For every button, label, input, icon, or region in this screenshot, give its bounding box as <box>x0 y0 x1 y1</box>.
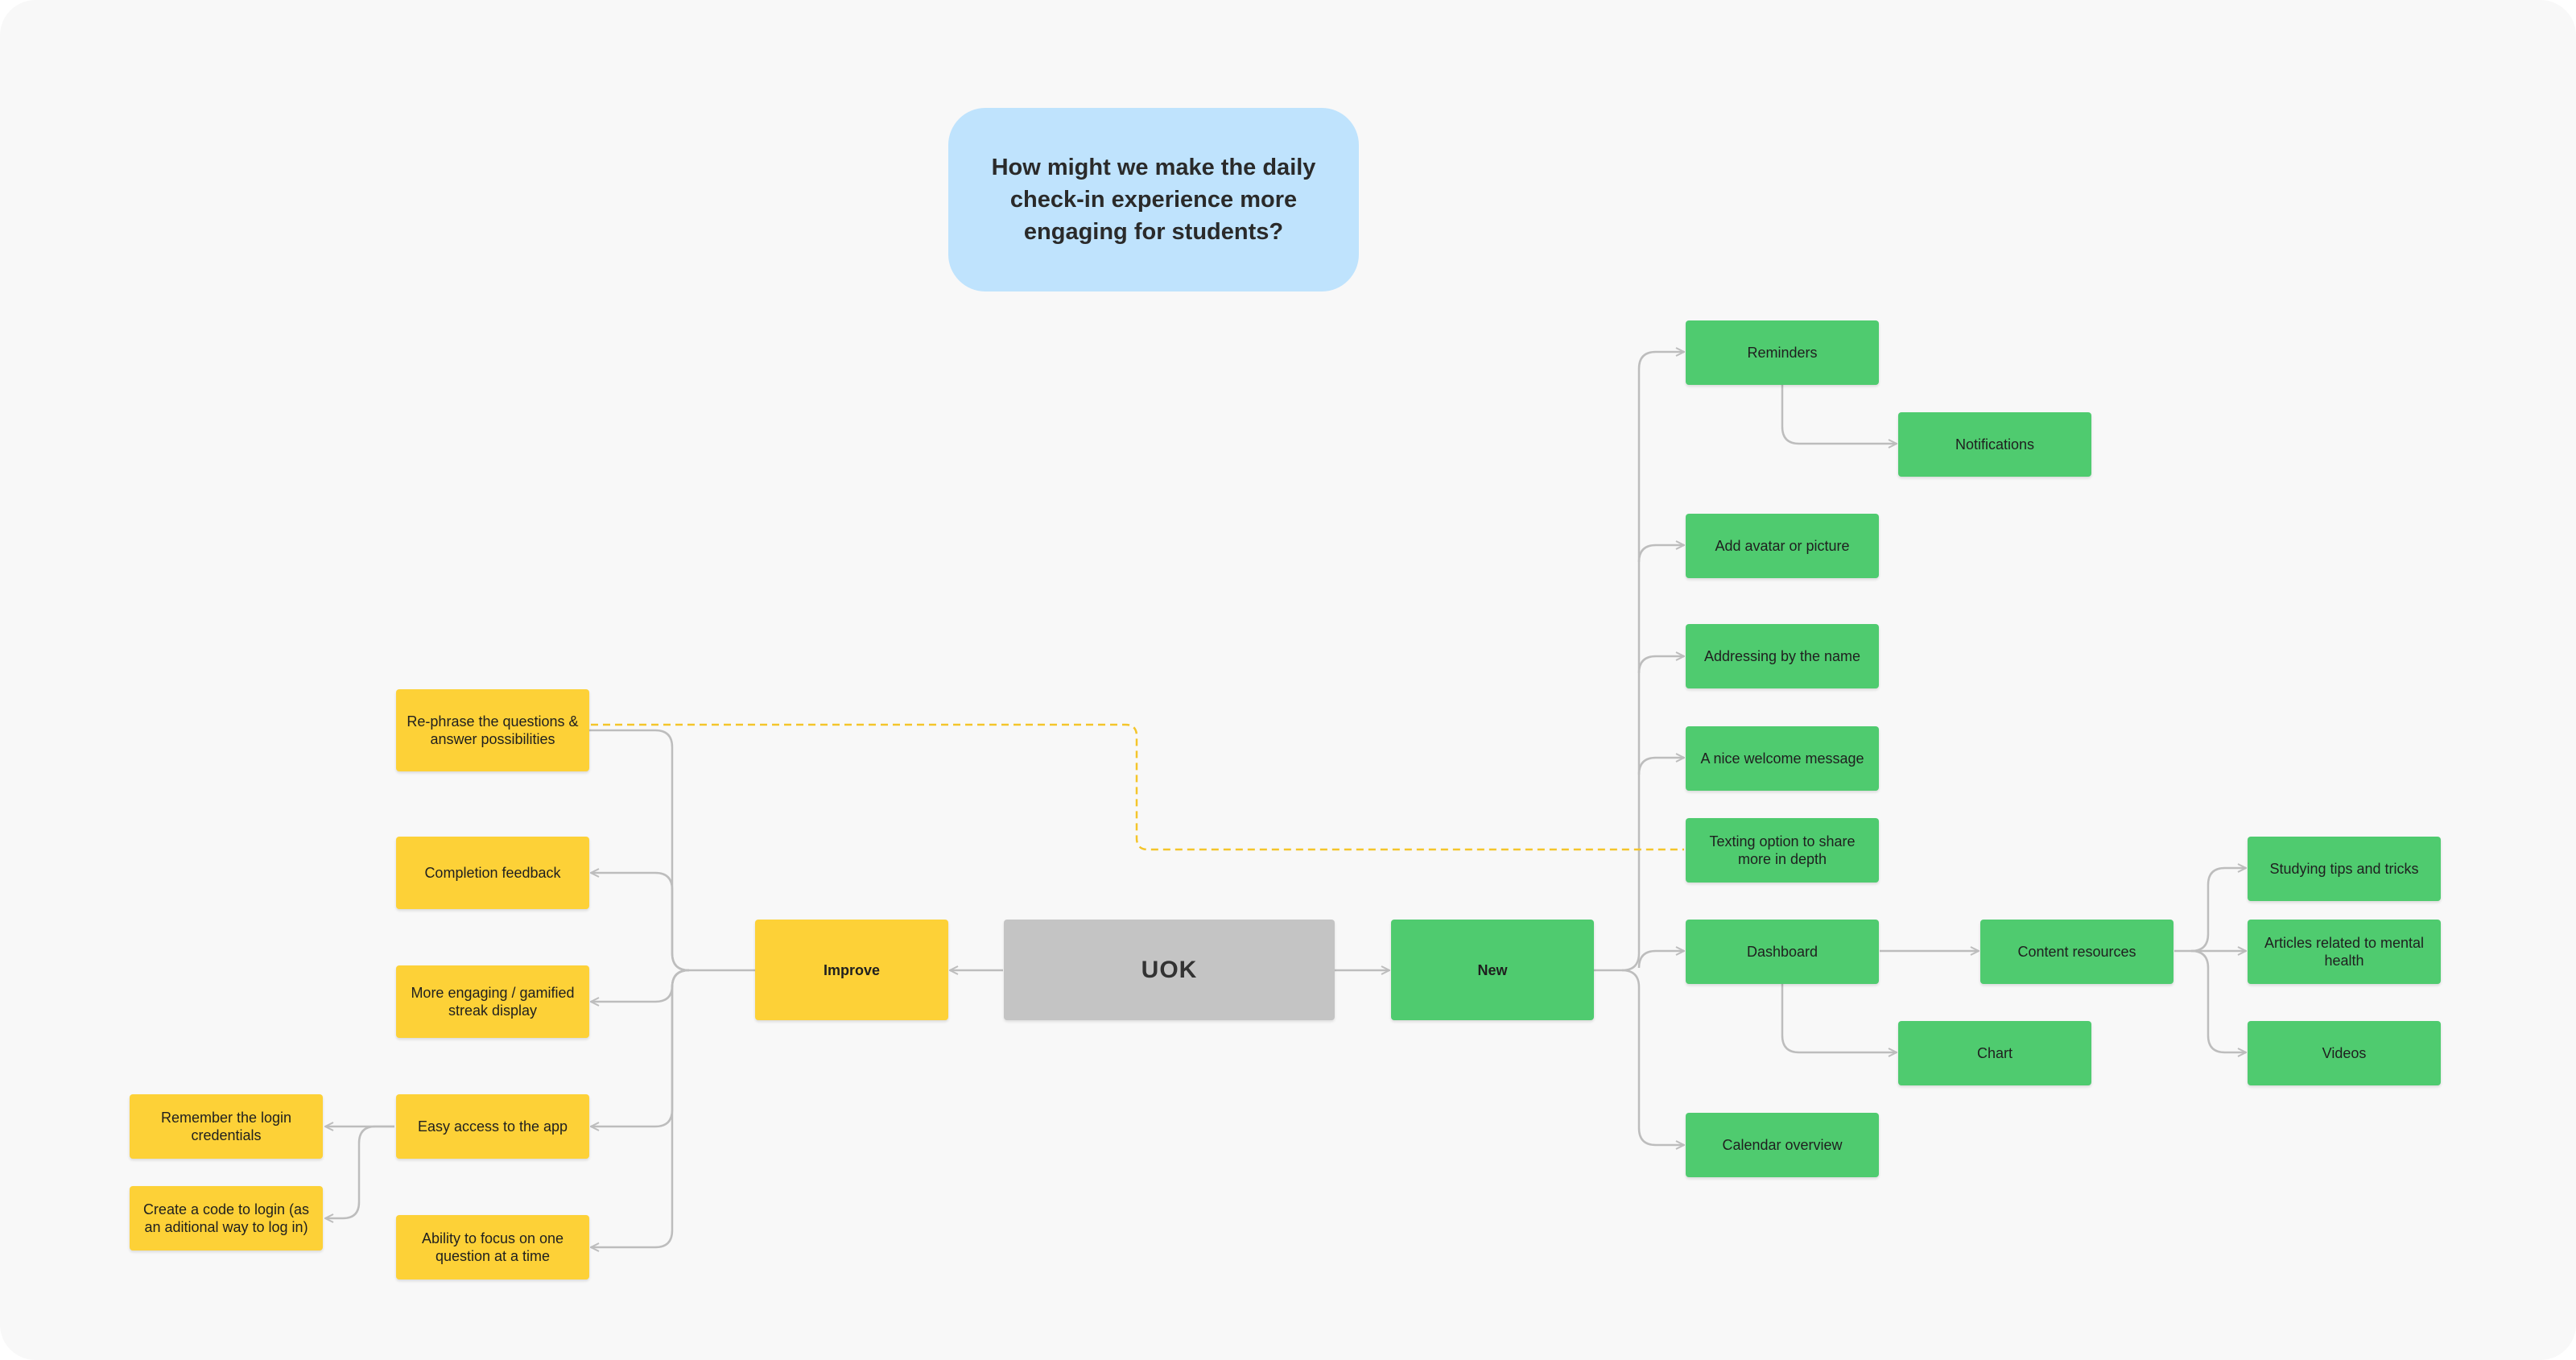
new-studying-tips[interactable]: Studying tips and tricks <box>2248 837 2441 901</box>
new-calendar-overview[interactable]: Calendar overview <box>1686 1113 1879 1177</box>
improve-node[interactable]: Improve <box>755 920 948 1020</box>
connector-improve-completion <box>591 873 690 972</box>
new-reminders[interactable]: Reminders <box>1686 320 1879 385</box>
connector-content-studying <box>2190 868 2246 953</box>
connector-new-addressing <box>1637 656 1684 674</box>
new-articles-mental-health[interactable]: Articles related to mental health <box>2248 920 2441 984</box>
connector-new-welcome <box>1637 758 1684 775</box>
new-addressing-by-name[interactable]: Addressing by the name <box>1686 624 1879 688</box>
new-content-resources[interactable]: Content resources <box>1980 920 2174 984</box>
new-videos[interactable]: Videos <box>2248 1021 2441 1085</box>
improve-rephrase-questions[interactable]: Re-phrase the questions & answer possibi… <box>396 689 589 771</box>
new-chart[interactable]: Chart <box>1898 1021 2091 1085</box>
new-dashboard[interactable]: Dashboard <box>1686 920 1879 984</box>
new-notifications[interactable]: Notifications <box>1898 412 2091 477</box>
improve-remember-login[interactable]: Remember the login credentials <box>130 1094 323 1159</box>
connector-improve-focus <box>591 969 690 1247</box>
connector-content-videos <box>2190 949 2246 1052</box>
connector-new-avatar <box>1637 545 1684 563</box>
connector-new-calendar <box>1621 969 1684 1145</box>
new-texting-option[interactable]: Texting option to share more in depth <box>1686 818 1879 883</box>
connector-improve-engaging <box>591 969 690 1002</box>
problem-statement[interactable]: How might we make the daily check-in exp… <box>948 108 1359 291</box>
connector-improve-easy-access <box>591 969 690 1126</box>
connector-new-dashboard <box>1637 951 1684 969</box>
new-node[interactable]: New <box>1391 920 1594 1020</box>
improve-completion-feedback[interactable]: Completion feedback <box>396 837 589 909</box>
improve-easy-access[interactable]: Easy access to the app <box>396 1094 589 1159</box>
improve-engaging-streak[interactable]: More engaging / gamified streak display <box>396 965 589 1038</box>
improve-code-login[interactable]: Create a code to login (as an aditional … <box>130 1186 323 1250</box>
new-add-avatar[interactable]: Add avatar or picture <box>1686 514 1879 578</box>
connector-improve-trunk <box>589 729 755 972</box>
dashed-link-rephrase-texting <box>591 723 1684 851</box>
connector-easy-code <box>325 1125 394 1218</box>
root-node-uok[interactable]: UOK <box>1004 920 1335 1020</box>
connector-new-trunk <box>1594 352 1684 972</box>
new-welcome-message[interactable]: A nice welcome message <box>1686 726 1879 791</box>
connector-dashboard-chart <box>1781 984 1897 1052</box>
connector-reminders-notifications <box>1781 385 1897 444</box>
improve-focus-one-question[interactable]: Ability to focus on one question at a ti… <box>396 1215 589 1279</box>
